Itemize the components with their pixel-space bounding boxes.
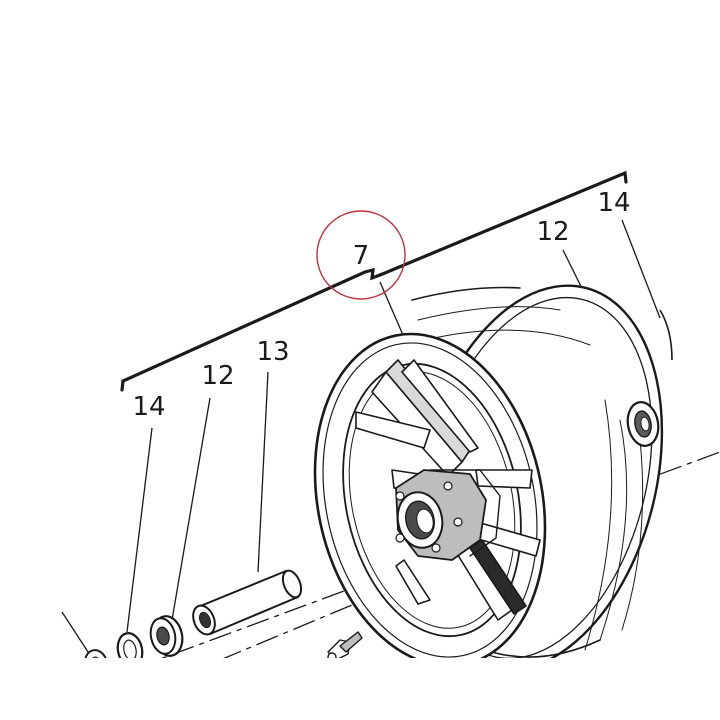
leader-spacer xyxy=(257,371,269,573)
callout-seal-left: 14 xyxy=(132,392,165,422)
bearing-right xyxy=(626,401,660,447)
spacer-tube xyxy=(192,569,303,636)
seal-right xyxy=(659,309,673,361)
seal-left xyxy=(116,632,144,658)
offscreen-part xyxy=(83,649,109,658)
leader-seal-left xyxy=(126,427,153,633)
leader-wheel xyxy=(379,281,407,343)
leader-offscreen xyxy=(61,611,91,656)
wheel xyxy=(313,284,664,658)
leader-bearing-left xyxy=(171,397,211,621)
leader-seal-right xyxy=(621,219,661,319)
assembly-bracket xyxy=(120,170,628,392)
tire-valve xyxy=(327,631,363,658)
wheel-callout-highlight xyxy=(316,210,406,300)
callout-spacer: 13 xyxy=(256,337,289,367)
callout-seal-right: 14 xyxy=(597,188,630,218)
bearing-left xyxy=(149,615,184,657)
callout-wheel: 7 xyxy=(353,241,370,271)
callout-bearing-right: 12 xyxy=(536,217,569,247)
wheel-hub xyxy=(395,469,501,561)
callout-bearing-left: 12 xyxy=(201,361,234,391)
